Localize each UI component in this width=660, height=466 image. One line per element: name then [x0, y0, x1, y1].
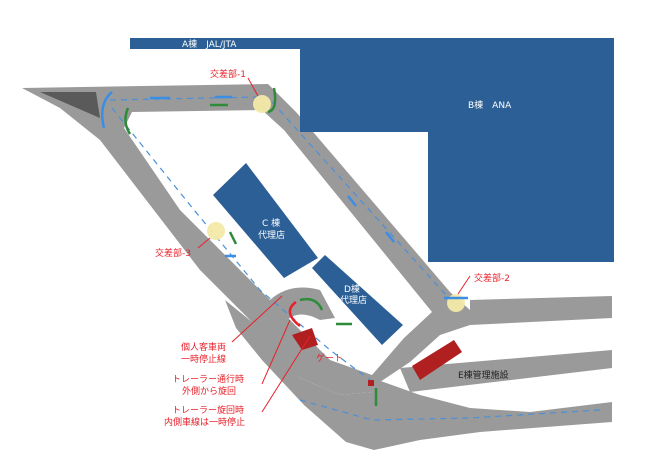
arrow-loop-corner	[101, 91, 113, 129]
intersection-three-label: 交差部-3	[155, 247, 191, 259]
blue-traffic-arrows	[101, 91, 468, 300]
intersection-three-marker	[207, 222, 225, 240]
arrow-diag-1	[347, 195, 357, 207]
intersection-two-label: 交差部-2	[474, 272, 510, 284]
building-e-label: E棟管理施設	[458, 369, 509, 381]
trailer-pass-note-line2: 外側から旋回	[182, 385, 236, 397]
arrow-green-gate	[299, 297, 324, 311]
arrow-green-corner	[267, 87, 277, 114]
building-e	[412, 340, 462, 380]
trailer-turn-note-line2: 内側車線は一時停止	[164, 416, 245, 428]
leader-stop-line	[231, 295, 283, 343]
building-c-label-line1: C 棟	[262, 217, 280, 229]
arrow-green-left	[124, 107, 132, 135]
building-c	[213, 163, 318, 278]
road-right-lower	[400, 350, 612, 392]
lane-top	[109, 96, 261, 101]
trailer-turn-note-line1: トレーラー旋回時	[172, 404, 244, 416]
leader-intersection-one	[247, 77, 259, 97]
red-markings	[288, 300, 374, 386]
buildings	[130, 38, 614, 380]
intersection-one-marker	[253, 95, 271, 113]
callout-lines	[197, 77, 471, 413]
building-b	[300, 49, 614, 262]
building-d-label-line2: 代理店	[340, 294, 367, 306]
lane-left-diagonal	[111, 107, 371, 381]
intersection-one-label: 交差部-1	[210, 68, 246, 80]
building-a	[130, 38, 614, 49]
green-traffic-arrows	[124, 87, 378, 406]
road-dark-wedge	[40, 92, 100, 118]
stop-line-note-line1: 個人客車両	[181, 341, 226, 353]
trailer-pass-note-line1: トレーラー通行時	[172, 373, 244, 385]
gate-label: ゲート	[316, 352, 343, 364]
stop-line-mark	[368, 380, 374, 386]
trailer-turn-arc	[288, 300, 301, 327]
building-d	[312, 255, 403, 345]
road-gate-loop	[270, 287, 335, 345]
stop-line-note-line2: 一時停止線	[181, 353, 226, 365]
building-b-label: B棟 ANA	[468, 99, 512, 111]
leader-trailer-pass	[261, 319, 291, 385]
arrow-diag-2	[385, 231, 395, 243]
road-lower-left	[225, 300, 612, 450]
building-a-label: A棟 JAL/JTA	[182, 38, 237, 50]
lane-right-diagonal	[271, 101, 456, 306]
lane-markings	[109, 96, 601, 421]
leader-intersection-three	[197, 237, 211, 249]
building-d-label-line1: D棟	[344, 283, 360, 295]
road-network	[22, 84, 612, 450]
intersection-two-marker	[447, 294, 465, 312]
building-c-label-line2: 代理店	[258, 229, 285, 241]
arrow-green-mid	[228, 231, 238, 245]
road-right-upper	[470, 296, 612, 325]
leader-intersection-two	[457, 275, 471, 295]
road-loop	[22, 84, 470, 395]
gate-block	[292, 328, 318, 350]
lane-bottom	[299, 399, 601, 421]
leader-trailer-turn	[261, 335, 311, 413]
